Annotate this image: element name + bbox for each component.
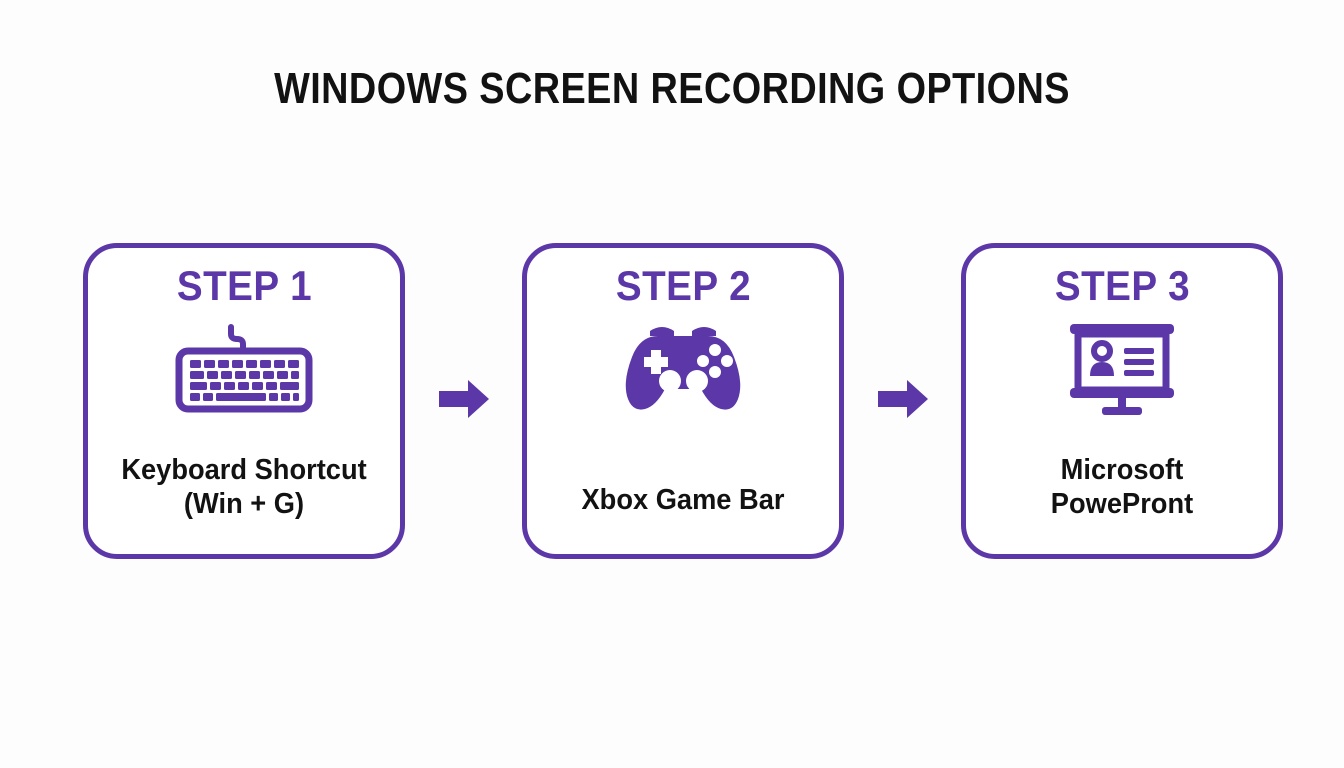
step-1-label: Keyboard Shortcut (Win + G) bbox=[97, 454, 390, 522]
step-card-2[interactable]: STEP 2 bbox=[522, 243, 844, 559]
step-1-label-line-2: (Win + G) bbox=[183, 487, 305, 520]
arrow-right-icon bbox=[876, 377, 930, 426]
gamepad-icon bbox=[618, 319, 748, 420]
steps-flow: STEP 1 bbox=[83, 236, 1283, 566]
step-1-icon-slot bbox=[169, 321, 319, 417]
step-3-label: Microsoft PowePront bbox=[975, 454, 1268, 522]
step-2-label-line-1: Xbox Game Bar bbox=[581, 484, 785, 516]
step-3-label-line-1: Microsoft bbox=[1060, 454, 1184, 486]
step-card-1[interactable]: STEP 1 bbox=[83, 243, 405, 559]
arrow-step1-to-step2 bbox=[435, 378, 493, 424]
arrow-step2-to-step3 bbox=[874, 378, 932, 424]
page-title: WINDOWS SCREEN RECORDING OPTIONS bbox=[274, 64, 1070, 113]
presentation-screen-icon bbox=[1062, 318, 1182, 421]
step-card-3[interactable]: STEP 3 bbox=[961, 243, 1283, 559]
step-3-label-line-2: PowePront bbox=[1050, 487, 1194, 520]
step-1-label-line-1: Keyboard Shortcut bbox=[121, 454, 367, 486]
step-1-heading: STEP 1 bbox=[176, 262, 312, 309]
step-3-heading: STEP 3 bbox=[1054, 262, 1190, 309]
step-3-icon-slot bbox=[1062, 321, 1182, 417]
keyboard-icon bbox=[169, 319, 319, 420]
step-2-icon-slot bbox=[618, 321, 748, 417]
step-2-label: Xbox Game Bar bbox=[536, 484, 829, 518]
step-2-heading: STEP 2 bbox=[615, 262, 751, 309]
arrow-right-icon bbox=[437, 377, 491, 426]
